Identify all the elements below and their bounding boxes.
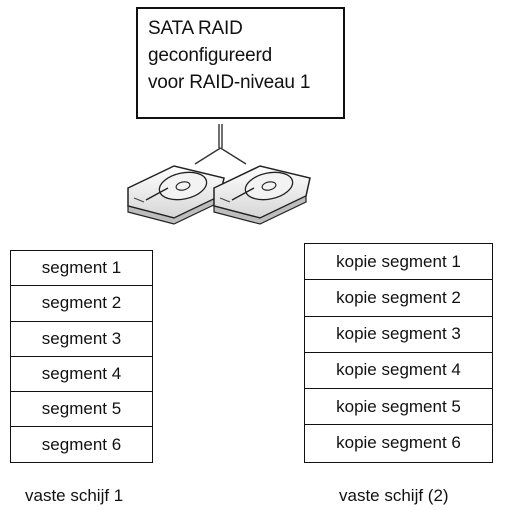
raid-title-line-3: voor RAID-niveau 1 [148,72,311,93]
raid-connector [194,124,247,165]
disk1-caption: vaste schijf 1 [25,486,124,505]
disk2-caption: vaste schijf (2) [339,486,449,505]
disk2-segment: kopie segment 3 [305,317,492,353]
drives-illustration [127,124,311,225]
disk2-segment: kopie segment 6 [336,433,461,453]
disk1-segment-table: segment 1 segment 2 segment 3 segment 4 … [10,250,153,463]
raid-title-line-1: SATA RAID [148,18,243,39]
disk1-segment: segment 1 [11,251,152,287]
hard-drive-icon [127,165,225,225]
disk2-segment: kopie segment 5 [305,389,492,426]
raid-title-line-2: geconfigureerd [148,45,272,66]
disk1-segment: segment 6 [41,434,122,454]
disk1-segment: segment 4 [11,357,152,392]
disk1-segment: segment 2 [11,286,152,322]
hard-drive-icon [213,165,311,225]
disk1-segment: segment 5 [11,392,152,428]
disk2-segment: kopie segment 2 [305,280,492,317]
disk1-segment: segment 3 [11,322,152,357]
disk2-segment: kopie segment 4 [305,353,492,389]
disk2-segment-table: kopie segment 1 kopie segment 2 kopie se… [304,243,493,463]
disk2-segment: kopie segment 1 [305,244,492,281]
raid-config-box: SATA RAID geconfigureerd voor RAID-nivea… [136,7,345,119]
